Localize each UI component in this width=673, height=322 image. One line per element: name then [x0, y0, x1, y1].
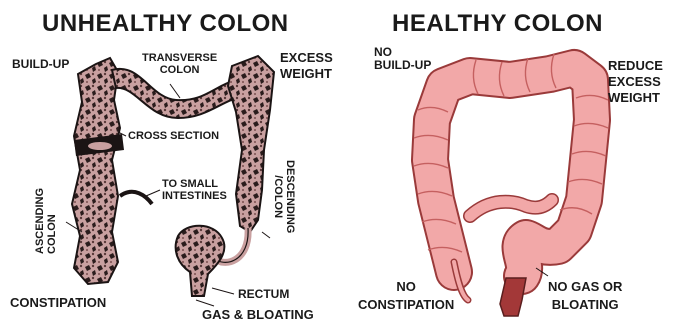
unhealthy-colon-title: UNHEALTHY COLON	[42, 10, 289, 38]
build-up-label: BUILD-UP	[12, 58, 69, 71]
descending-colon-label: DESCENDING /COLON	[272, 160, 296, 233]
no-build-up-label: NO BUILD-UP	[374, 46, 431, 72]
healthy-rectum	[500, 278, 526, 316]
gas-bloating-label: GAS & BLOATING	[202, 308, 314, 321]
no-gas-or-bloating-label: NO GAS OR BLOATING	[548, 278, 622, 314]
no-constipation-label: NO CONSTIPATION	[358, 278, 454, 314]
unhealthy-ascending-colon	[72, 58, 120, 284]
healthy-colon-title: HEALTHY COLON	[392, 10, 603, 38]
unhealthy-rectum	[176, 226, 225, 296]
reduce-excess-weight-label: REDUCE EXCESS WEIGHT	[608, 58, 663, 106]
cross-section-label: CROSS SECTION	[128, 130, 219, 143]
ascending-colon-label: ASCENDING COLON	[34, 188, 58, 254]
healthy-colon	[414, 54, 608, 316]
to-small-intestines-label: TO SMALL INTESTINES	[162, 178, 227, 202]
rectum-label: RECTUM	[238, 288, 289, 301]
transverse-colon-label: TRANSVERSE COLON	[142, 52, 217, 76]
unhealthy-descending-colon	[228, 56, 274, 232]
cross-section-lumen	[88, 142, 112, 150]
excess-weight-label: EXCESS WEIGHT	[280, 50, 333, 82]
unhealthy-small-intestine	[120, 192, 152, 204]
constipation-label: CONSTIPATION	[10, 296, 106, 309]
